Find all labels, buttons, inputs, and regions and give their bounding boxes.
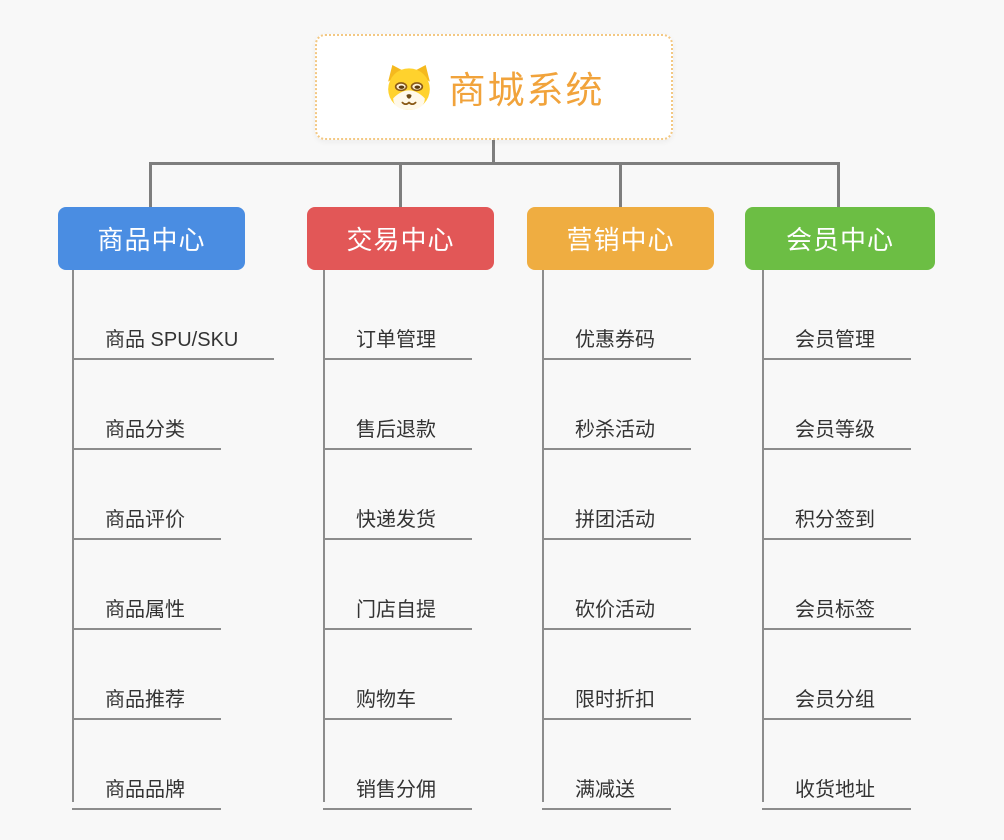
connector-drop-1	[149, 162, 152, 208]
topic-item[interactable]: 商品 SPU/SKU	[72, 328, 275, 360]
topic-item[interactable]: 购物车	[323, 688, 452, 720]
topic-item[interactable]: 商品推荐	[72, 688, 221, 720]
branch-topic-product[interactable]: 商品中心	[58, 207, 245, 270]
topic-item[interactable]: 收货地址	[762, 778, 911, 810]
root-topic[interactable]: 商城系统	[315, 34, 673, 140]
branch-topic-member[interactable]: 会员中心	[745, 207, 935, 270]
branch-children-stem	[323, 270, 325, 802]
branch-children-stem	[762, 270, 764, 802]
topic-item[interactable]: 商品属性	[72, 598, 221, 630]
connector-bus	[149, 162, 840, 165]
topic-item[interactable]: 订单管理	[323, 328, 472, 360]
connector-root-stem	[492, 140, 495, 163]
branch-children-marketing: 优惠券码 秒杀活动 拼团活动 砍价活动 限时折扣 满减送	[542, 270, 691, 810]
topic-item[interactable]: 秒杀活动	[542, 418, 691, 450]
topic-item[interactable]: 销售分佣	[323, 778, 472, 810]
topic-item[interactable]: 会员等级	[762, 418, 911, 450]
topic-item[interactable]: 商品分类	[72, 418, 221, 450]
connector-drop-3	[619, 162, 622, 208]
topic-item[interactable]: 售后退款	[323, 418, 472, 450]
branch-children-product: 商品 SPU/SKU 商品分类 商品评价 商品属性 商品推荐 商品品牌	[72, 270, 275, 810]
topic-item[interactable]: 拼团活动	[542, 508, 691, 540]
branch-children-trade: 订单管理 售后退款 快递发货 门店自提 购物车 销售分佣	[323, 270, 472, 810]
topic-item[interactable]: 商品品牌	[72, 778, 221, 810]
branch-topic-trade[interactable]: 交易中心	[307, 207, 494, 270]
connector-drop-4	[837, 162, 840, 208]
topic-item[interactable]: 商品评价	[72, 508, 221, 540]
topic-item[interactable]: 会员标签	[762, 598, 911, 630]
branch-children-stem	[72, 270, 74, 802]
topic-item[interactable]: 限时折扣	[542, 688, 691, 720]
topic-item[interactable]: 砍价活动	[542, 598, 691, 630]
branch-children-member: 会员管理 会员等级 积分签到 会员标签 会员分组 收货地址	[762, 270, 911, 810]
topic-item[interactable]: 门店自提	[323, 598, 472, 630]
topic-item[interactable]: 满减送	[542, 778, 671, 810]
branch-topic-marketing[interactable]: 营销中心	[527, 207, 714, 270]
shiba-dog-icon	[387, 64, 430, 110]
connector-drop-2	[399, 162, 402, 208]
topic-item[interactable]: 会员管理	[762, 328, 911, 360]
topic-item[interactable]: 快递发货	[323, 508, 472, 540]
topic-item[interactable]: 优惠券码	[542, 328, 691, 360]
topic-item[interactable]: 会员分组	[762, 688, 911, 720]
root-title: 商城系统	[448, 70, 605, 111]
branch-children-stem	[542, 270, 544, 802]
topic-item[interactable]: 积分签到	[762, 508, 911, 540]
